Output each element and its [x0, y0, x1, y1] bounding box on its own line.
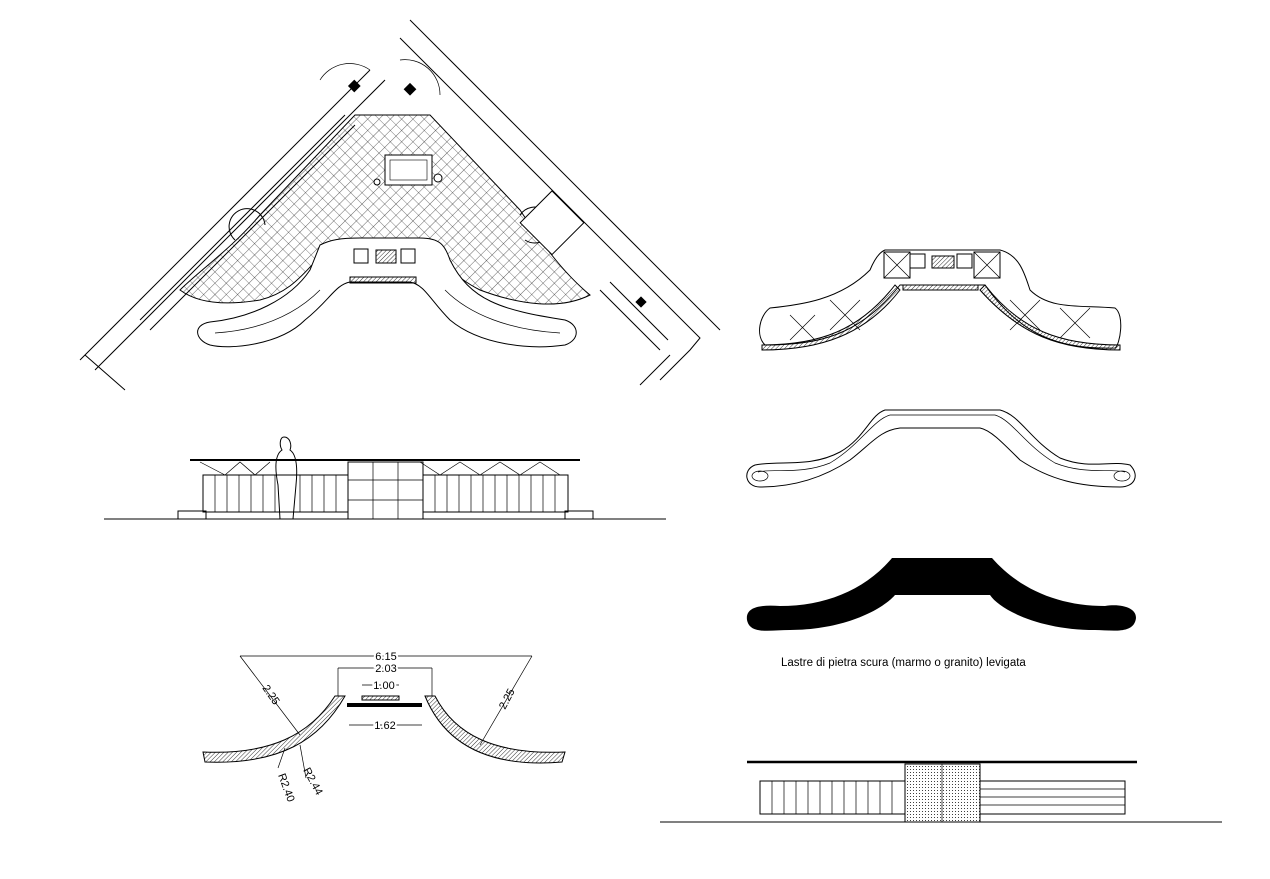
counter-plan-outline: [746, 409, 1136, 488]
dimensioned-plan: 6.15 2.03 1.00 1.62 2.25 2.25 R2.40 R2.4…: [202, 649, 566, 804]
dim-radius-outer: R2.44: [300, 766, 324, 798]
front-elevation-left: [104, 436, 666, 520]
material-note-caption: Lastre di pietra scura (marmo o granito)…: [781, 657, 1026, 669]
dim-base-width: 1.62: [374, 720, 395, 732]
dim-overall-width: 6.15: [375, 651, 396, 663]
dim-right-arm: 2.25: [497, 687, 518, 712]
dim-center-width: 1.00: [373, 680, 394, 692]
stone-slab-plan: [746, 558, 1136, 631]
counter-plan-top: [759, 249, 1122, 351]
dim-left-arm: 2.25: [260, 683, 282, 707]
front-elevation-right: [660, 760, 1222, 823]
dim-inner-width: 2.03: [375, 663, 396, 675]
dim-radius-inner: R2.40: [275, 772, 296, 804]
floor-plan-kiosk: [79, 19, 721, 391]
